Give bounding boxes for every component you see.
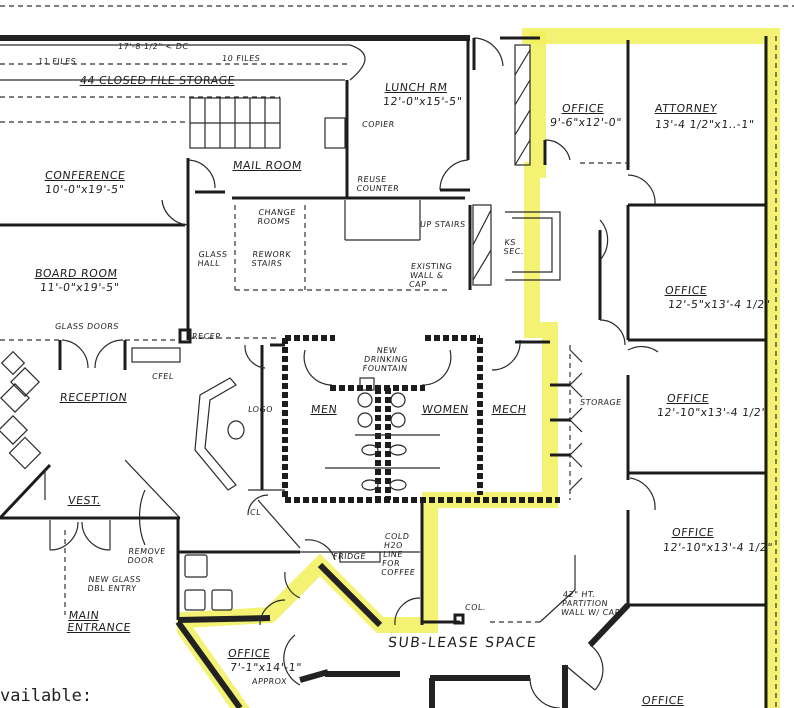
- label-office-6: OFFICE: [227, 647, 271, 660]
- label-board-dim: 11'-0"x19'-5": [39, 281, 120, 294]
- label-remove-door: REMOVE DOOR: [127, 547, 167, 565]
- label-conference: CONFERENCE: [44, 169, 127, 182]
- file-shelving: [189, 97, 281, 149]
- label-fridge: FRIDGE: [332, 552, 367, 561]
- label-cl: CL: [249, 508, 262, 517]
- label-col: COL.: [464, 603, 487, 612]
- label-sublease-space: SUB-LEASE SPACE: [387, 635, 538, 651]
- label-office-2: OFFICE: [664, 284, 708, 297]
- footer-caption: vailable:: [0, 686, 93, 706]
- label-reception: RECEPTION: [59, 391, 128, 404]
- label-partition: 42" HT. PARTITION WALL W/ CAP: [560, 590, 621, 617]
- label-change-rooms: CHANGE ROOMS: [257, 208, 297, 226]
- label-vest: VEST.: [67, 494, 102, 507]
- label-office-2-dim: 12'-5"x13'-4 1/2": [667, 298, 772, 311]
- reception-desk: [194, 377, 237, 491]
- label-lunch-room: LUNCH RM: [384, 81, 449, 94]
- label-logo: LOGO: [247, 405, 274, 414]
- label-rework-stairs: REWORK STAIRS: [251, 250, 292, 268]
- label-men: MEN: [310, 403, 338, 416]
- label-file-storage: 44 CLOSED FILE STORAGE: [79, 74, 236, 87]
- label-office-6-dim: 7'-1"x14'-1": [229, 661, 303, 674]
- label-mech: MECH: [491, 403, 528, 416]
- label-new-entry: NEW GLASS DBL ENTRY: [87, 575, 142, 593]
- label-existing-wall: EXISTING WALL & CAP: [408, 262, 453, 289]
- label-ks-sec: KS SEC.: [503, 238, 525, 256]
- label-board-room: BOARD ROOM: [34, 267, 119, 280]
- label-office-1: OFFICE: [561, 102, 605, 115]
- label-attorney-dim: 13'-4 1/2"x1..-1": [654, 118, 756, 131]
- label-attorney: ATTORNEY: [654, 102, 718, 115]
- lobby-seating: [0, 350, 42, 470]
- label-office-4: OFFICE: [671, 526, 715, 539]
- label-lunch-dim: 12'-0"x15'-5": [382, 95, 463, 108]
- label-files-dim: 17'-8 1/2" < DC: [117, 42, 189, 51]
- label-office-1-dim: 9'-6"x12'-0": [549, 116, 623, 129]
- stairs: [514, 44, 531, 166]
- label-main-entrance: MAIN ENTRANCE: [66, 609, 132, 634]
- label-glass-hall: GLASS HALL: [197, 250, 228, 268]
- label-cold-h2o: COLD H2O LINE FOR COFFEE: [380, 532, 416, 577]
- label-mail-room: MAIL ROOM: [232, 159, 303, 172]
- label-office-4-dim: 12'-10"x13'-4 1/2": [662, 541, 774, 554]
- label-cfel: CFEL: [151, 372, 175, 381]
- label-office-6-approx: APPROX: [251, 677, 288, 686]
- label-office-5: OFFICE: [641, 694, 685, 707]
- label-drinking-fountain: NEW DRINKING FOUNTAIN: [362, 346, 409, 373]
- label-office-3-dim: 12'-10"x13'-4 1/2": [656, 406, 768, 419]
- label-office-3: OFFICE: [666, 392, 710, 405]
- label-women: WOMEN: [421, 403, 470, 416]
- label-refuse-counter: REUSE COUNTER: [356, 175, 400, 193]
- label-glass-doors: GLASS DOORS: [54, 322, 120, 331]
- label-up-stairs: UP STAIRS: [419, 220, 467, 229]
- label-conference-dim: 10'-0"x19'-5": [44, 183, 125, 196]
- label-files-right: 10 FILES: [221, 54, 261, 63]
- label-storage: STORAGE: [579, 398, 623, 407]
- label-copier: COPIER: [361, 120, 396, 129]
- label-recep-small: RECEP: [191, 332, 222, 341]
- label-files-left: 11 FILES: [37, 57, 77, 66]
